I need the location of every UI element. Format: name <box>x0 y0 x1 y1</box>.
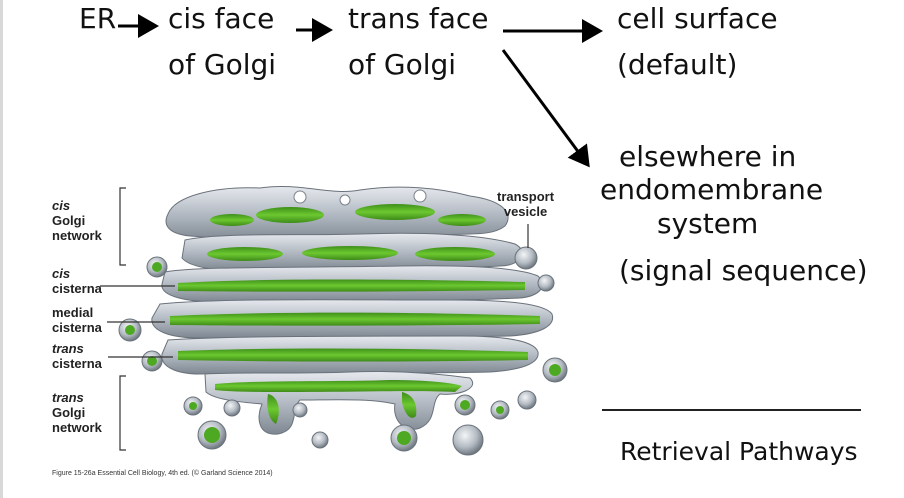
retrieval-pathways-label: Retrieval Pathways <box>620 437 858 466</box>
medial-cisterna-shape <box>151 299 554 339</box>
cell-surface-line2: (default) <box>617 48 738 81</box>
elsewhere-line2: endomembrane <box>600 173 824 206</box>
trans-face-line1: trans face <box>348 2 489 35</box>
trans-golgi-network-shape <box>204 370 473 435</box>
elsewhere-line1: elsewhere in <box>619 140 797 173</box>
cis-golgi-network-shape <box>165 185 509 242</box>
label-leaders <box>100 187 529 451</box>
elsewhere-line3: system <box>657 207 759 240</box>
cell-surface-line1: cell surface <box>617 2 778 35</box>
cis-cisterna-shape <box>161 265 543 303</box>
arrow-trans-to-elsewhere <box>501 49 590 168</box>
trans-cisterna-shape <box>161 335 539 375</box>
trans-face-line2: of Golgi <box>348 48 457 81</box>
er-label: ER <box>79 2 117 35</box>
cis-face-line2: of Golgi <box>168 48 277 81</box>
cis-face-line1: cis face <box>168 2 275 35</box>
signal-sequence-label: (signal sequence) <box>619 254 868 287</box>
cis-golgi-network-lower <box>181 232 523 271</box>
divider-line <box>602 409 861 411</box>
vesicles <box>118 246 568 456</box>
left-edge <box>0 0 3 498</box>
figure-credit: Figure 15-26a Essential Cell Biology, 4t… <box>52 470 273 477</box>
